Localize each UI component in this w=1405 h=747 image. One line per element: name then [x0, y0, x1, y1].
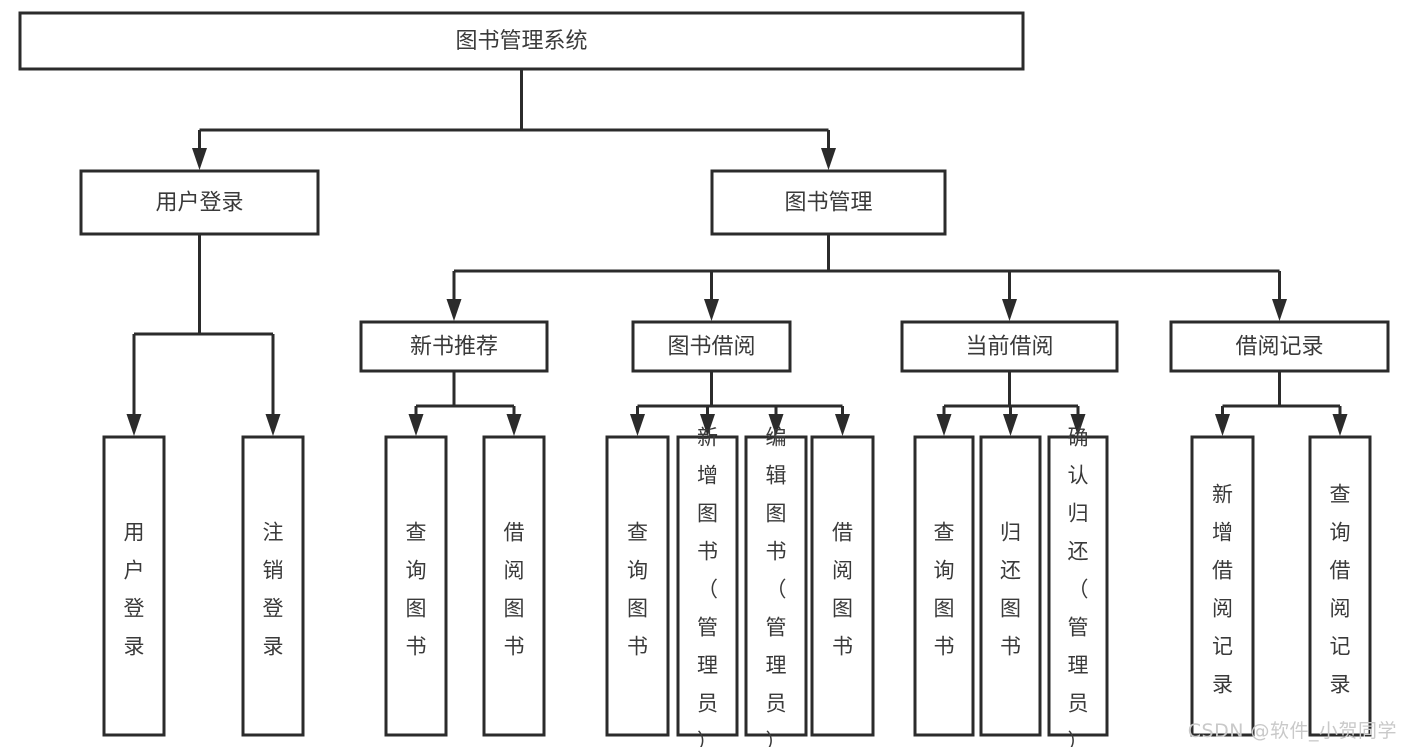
- node-leaf-query-book-2[interactable]: 查询图书: [605, 435, 670, 737]
- connector-group: [630, 371, 850, 436]
- arrow-head-icon: [1272, 299, 1287, 321]
- node-box[interactable]: [810, 435, 875, 737]
- connector-group: [408, 371, 522, 436]
- node-label: 新书推荐: [410, 335, 498, 360]
- arrow-head-icon: [704, 299, 719, 321]
- arrow-head-icon: [192, 148, 207, 170]
- arrow-head-icon: [408, 414, 424, 436]
- node-label: 查询借阅记录: [1330, 483, 1351, 697]
- node-leaf-query-book-1[interactable]: 查询图书: [384, 435, 448, 737]
- node-label: 编辑图书（管理员）: [766, 426, 787, 747]
- node-box[interactable]: [482, 435, 546, 737]
- node-label: 图书管理系统: [455, 29, 587, 54]
- node-box[interactable]: [1308, 435, 1372, 737]
- arrow-head-icon: [126, 414, 142, 436]
- arrow-head-icon: [835, 414, 850, 436]
- node-label: 新增借阅记录: [1212, 483, 1233, 697]
- node-user-login[interactable]: 用户登录: [79, 169, 320, 236]
- node-book-manage[interactable]: 图书管理: [710, 169, 947, 236]
- arrow-head-icon: [506, 414, 522, 436]
- node-box[interactable]: [605, 435, 670, 737]
- node-label: 借阅图书: [832, 521, 853, 659]
- node-label: 查询图书: [934, 521, 955, 659]
- node-label: 用户登录: [155, 191, 243, 216]
- arrow-head-icon: [1332, 414, 1348, 436]
- node-label: 当前借阅: [965, 335, 1053, 360]
- node-box[interactable]: [900, 320, 1119, 373]
- node-box[interactable]: [102, 435, 166, 737]
- nodes-layer: 图书管理系统用户登录图书管理新书推荐图书借阅当前借阅借阅记录用户登录注销登录查询…: [18, 11, 1390, 747]
- arrow-head-icon: [821, 148, 836, 170]
- arrow-head-icon: [446, 299, 462, 321]
- node-root[interactable]: 图书管理系统: [18, 11, 1025, 71]
- node-box[interactable]: [241, 435, 305, 737]
- node-new-book-rec[interactable]: 新书推荐: [359, 320, 549, 373]
- node-leaf-borrow-book-1[interactable]: 借阅图书: [482, 435, 546, 737]
- arrow-head-icon: [630, 414, 645, 436]
- node-box[interactable]: [359, 320, 549, 373]
- node-leaf-query-book-3[interactable]: 查询图书: [913, 435, 975, 737]
- node-box[interactable]: [1047, 435, 1109, 737]
- node-leaf-return-book[interactable]: 归还图书: [979, 435, 1042, 737]
- connector-group: [126, 234, 281, 436]
- node-label: 注销登录: [263, 521, 284, 659]
- node-label: 确认归还（管理员）: [1068, 426, 1089, 747]
- arrow-head-icon: [265, 414, 281, 436]
- node-leaf-edit-book[interactable]: 编辑图书（管理员）: [744, 426, 808, 747]
- arrow-head-icon: [1215, 414, 1230, 436]
- arrow-head-icon: [768, 414, 784, 436]
- node-leaf-logout[interactable]: 注销登录: [241, 435, 305, 737]
- node-label: 查询图书: [627, 521, 648, 659]
- node-box[interactable]: [1190, 435, 1255, 737]
- node-borrow-record[interactable]: 借阅记录: [1169, 320, 1390, 373]
- node-current-borrow[interactable]: 当前借阅: [900, 320, 1119, 373]
- node-label: 图书借阅: [667, 335, 755, 360]
- arrow-head-icon: [1002, 299, 1017, 321]
- arrow-head-icon: [1070, 414, 1086, 436]
- node-box[interactable]: [1169, 320, 1390, 373]
- node-box[interactable]: [631, 320, 792, 373]
- node-label: 归还图书: [1000, 521, 1021, 659]
- node-box[interactable]: [79, 169, 320, 236]
- node-box[interactable]: [710, 169, 947, 236]
- node-box[interactable]: [18, 11, 1025, 71]
- node-box[interactable]: [676, 435, 739, 737]
- node-leaf-add-book[interactable]: 新增图书（管理员）: [676, 426, 739, 747]
- node-box[interactable]: [744, 435, 808, 737]
- connector-group: [936, 371, 1086, 436]
- arrow-head-icon: [936, 414, 952, 436]
- node-label: 用户登录: [124, 521, 145, 659]
- watermark-text: CSDN @软件_小贺同学: [1187, 720, 1397, 742]
- node-book-borrow[interactable]: 图书借阅: [631, 320, 792, 373]
- node-leaf-borrow-book-2[interactable]: 借阅图书: [810, 435, 875, 737]
- node-box[interactable]: [979, 435, 1042, 737]
- node-leaf-user-login[interactable]: 用户登录: [102, 435, 166, 737]
- node-label: 借阅图书: [504, 521, 525, 659]
- node-leaf-add-record[interactable]: 新增借阅记录: [1190, 435, 1255, 737]
- arrow-head-icon: [1003, 414, 1018, 436]
- node-label: 新增图书（管理员）: [697, 426, 718, 747]
- node-leaf-confirm-return[interactable]: 确认归还（管理员）: [1047, 426, 1109, 747]
- connector-group: [192, 69, 836, 170]
- node-label: 查询图书: [406, 521, 427, 659]
- connector-group: [446, 234, 1287, 321]
- arrow-head-icon: [700, 414, 715, 436]
- connector-group: [1215, 371, 1348, 436]
- node-label: 借阅记录: [1235, 335, 1323, 360]
- node-leaf-query-record[interactable]: 查询借阅记录: [1308, 435, 1372, 737]
- node-label: 图书管理: [784, 191, 872, 216]
- node-box[interactable]: [384, 435, 448, 737]
- connectors-layer: [126, 69, 1348, 436]
- node-box[interactable]: [913, 435, 975, 737]
